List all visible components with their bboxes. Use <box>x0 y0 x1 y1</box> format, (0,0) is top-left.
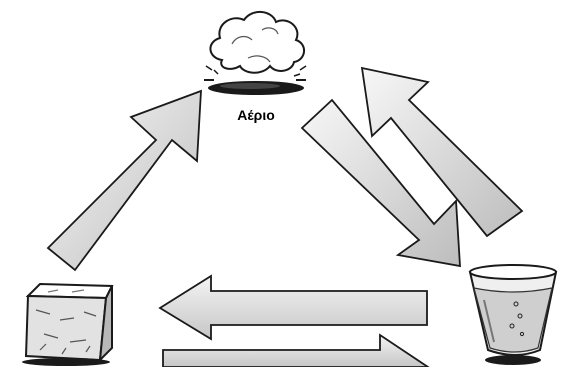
arrow-liquid-to-gas <box>360 66 524 238</box>
arrow-solid-to-liquid <box>162 333 430 367</box>
ice-cube-icon <box>22 282 114 366</box>
water-glass-icon <box>468 264 558 365</box>
steam-cloud-icon <box>204 11 307 95</box>
arrow-gas-to-liquid <box>300 98 461 268</box>
gas-label: Αέριο <box>237 107 275 123</box>
arrow-solid-to-gas <box>46 89 202 272</box>
arrow-liquid-to-solid <box>158 274 428 341</box>
